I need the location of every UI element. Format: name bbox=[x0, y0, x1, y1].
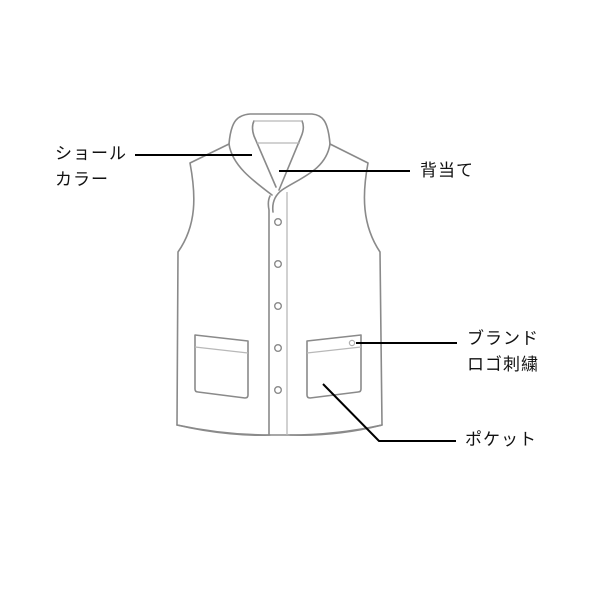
label-brand-logo: ブランド ロゴ刺繍 bbox=[467, 326, 539, 378]
label-shawl-collar: ショール カラー bbox=[55, 141, 127, 193]
label-pocket: ポケット bbox=[465, 427, 537, 453]
left-pocket bbox=[194, 334, 249, 399]
label-back-neck-facing-line1: 背当て bbox=[420, 161, 474, 181]
label-brand-logo-line2: ロゴ刺繍 bbox=[467, 355, 539, 375]
buttons bbox=[274, 217, 283, 395]
button-placket bbox=[267, 192, 288, 436]
button-5 bbox=[274, 386, 283, 395]
shawl-collar bbox=[228, 113, 331, 213]
brand-logo-icon bbox=[348, 339, 356, 347]
label-brand-logo-line1: ブランド bbox=[467, 329, 539, 349]
button-1 bbox=[274, 217, 283, 226]
vest-outline bbox=[176, 143, 383, 437]
button-3 bbox=[274, 302, 283, 311]
label-shawl-collar-line1: ショール bbox=[55, 144, 127, 164]
label-pocket-line1: ポケット bbox=[465, 430, 537, 450]
label-shawl-collar-line2: カラー bbox=[55, 170, 109, 190]
label-back-neck-facing: 背当て bbox=[420, 158, 474, 184]
button-2 bbox=[274, 260, 283, 269]
leader-pocket bbox=[322, 383, 456, 442]
right-pocket bbox=[306, 334, 362, 399]
button-4 bbox=[274, 344, 283, 353]
